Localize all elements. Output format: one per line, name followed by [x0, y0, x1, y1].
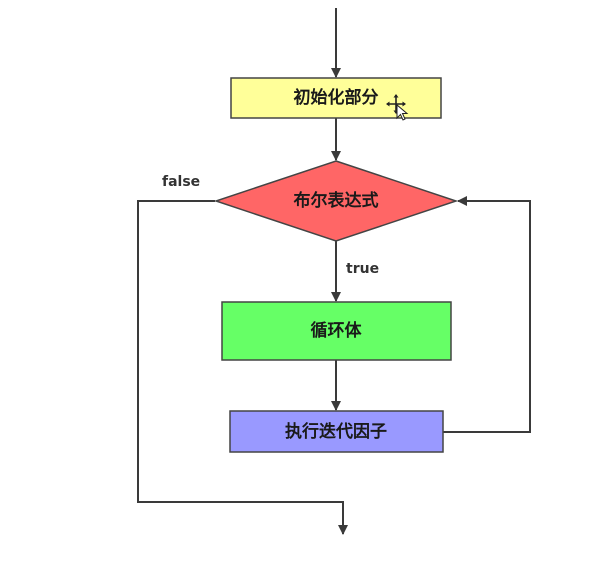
false-label: false [162, 174, 200, 190]
iterate-node [229, 410, 444, 453]
condition-node [213, 160, 459, 242]
edge-condition-false-exit [137, 200, 348, 535]
move-cursor-icon [386, 94, 409, 121]
body-node [221, 301, 452, 361]
true-label: true [346, 261, 379, 277]
condition-node-label: 布尔表达式 [294, 190, 379, 211]
init-node [230, 77, 442, 119]
edge-iterate-back-to-condition [443, 196, 531, 433]
body-node-label: 循环体 [311, 320, 363, 341]
iterate-node-label: 执行迭代因子 [285, 421, 387, 442]
init-node-label: 初始化部分 [294, 87, 379, 108]
